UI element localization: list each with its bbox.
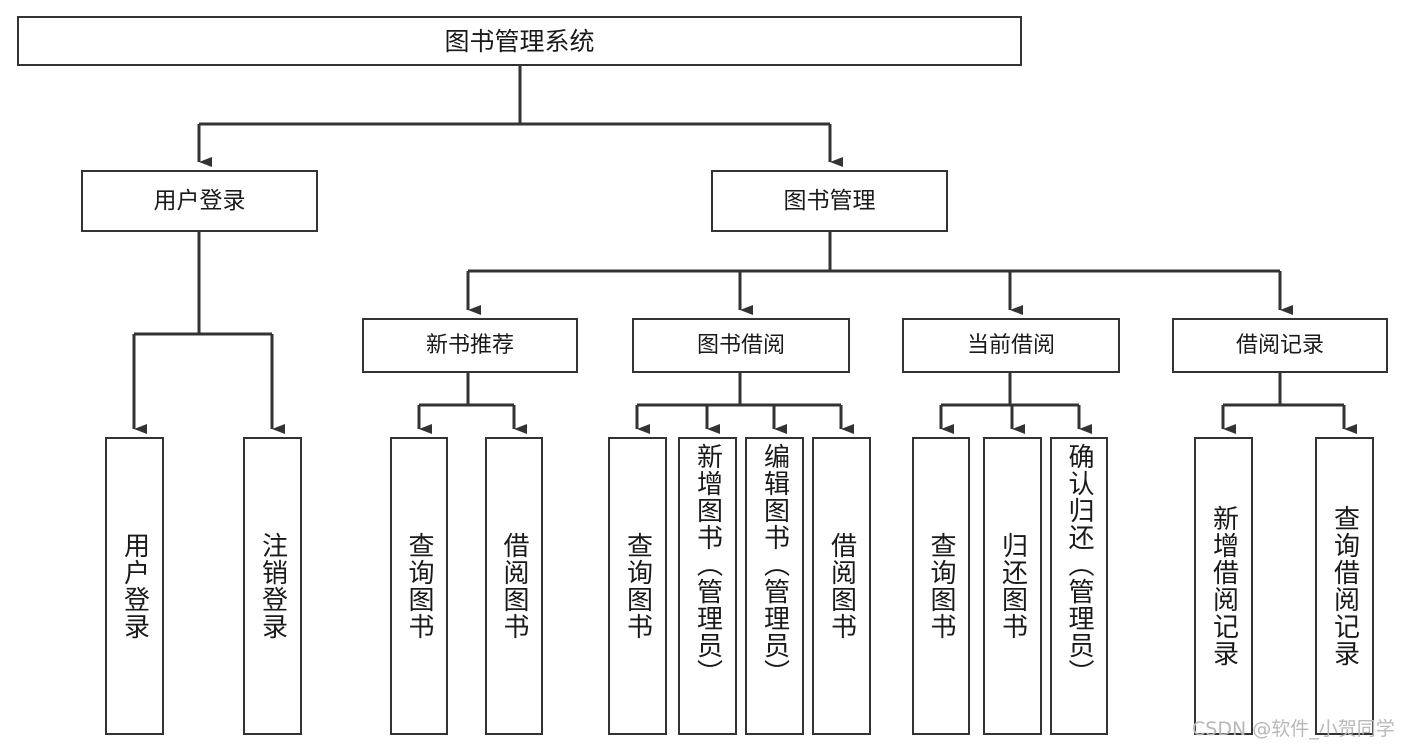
node-leaf-query-borrow-record-label: 查询借阅记录 (1329, 505, 1360, 667)
node-leaf-borrow-book[interactable]: 借阅图书 (812, 437, 871, 735)
node-leaf-user-logout-label: 注销登录 (257, 532, 288, 640)
node-leaf-query-book-recommend[interactable]: 查询图书 (390, 437, 448, 735)
node-leaf-query-book-borrow[interactable]: 查询图书 (608, 437, 667, 735)
node-leaf-query-borrow-record[interactable]: 查询借阅记录 (1315, 437, 1374, 735)
node-leaf-add-book-admin-label: 新增图书（管理员） (692, 443, 723, 686)
node-book-borrow[interactable]: 图书借阅 (632, 318, 850, 373)
node-leaf-query-book-borrow-label: 查询图书 (622, 532, 653, 640)
node-new-book-recommend[interactable]: 新书推荐 (362, 318, 578, 373)
node-leaf-edit-book-admin[interactable]: 编辑图书（管理员） (745, 437, 804, 735)
node-leaf-add-borrow-record-label: 新增借阅记录 (1208, 505, 1239, 667)
node-leaf-query-book-current-label: 查询图书 (926, 532, 956, 640)
node-leaf-user-login[interactable]: 用户登录 (105, 437, 164, 735)
node-leaf-query-book-current[interactable]: 查询图书 (912, 437, 970, 735)
node-leaf-return-book[interactable]: 归还图书 (983, 437, 1042, 735)
node-borrow-record-label: 借阅记录 (1235, 332, 1324, 358)
node-leaf-confirm-return-admin-label: 确认归还（管理员） (1064, 443, 1094, 686)
node-new-book-recommend-label: 新书推荐 (425, 332, 514, 358)
node-leaf-user-login-label: 用户登录 (119, 532, 150, 640)
node-user-login-label: 用户登录 (153, 187, 246, 214)
node-leaf-confirm-return-admin[interactable]: 确认归还（管理员） (1050, 437, 1108, 735)
node-leaf-borrow-book-recommend[interactable]: 借阅图书 (485, 437, 543, 735)
node-leaf-add-book-admin[interactable]: 新增图书（管理员） (678, 437, 737, 735)
node-current-borrow[interactable]: 当前借阅 (902, 318, 1120, 373)
node-root-system[interactable]: 图书管理系统 (17, 16, 1022, 66)
node-leaf-query-book-recommend-label: 查询图书 (404, 532, 434, 640)
node-leaf-borrow-book-recommend-label: 借阅图书 (499, 532, 529, 640)
node-root-label: 图书管理系统 (444, 26, 595, 56)
node-user-login[interactable]: 用户登录 (81, 170, 318, 232)
node-leaf-return-book-label: 归还图书 (997, 532, 1028, 640)
node-book-borrow-label: 图书借阅 (696, 332, 785, 358)
node-leaf-user-logout[interactable]: 注销登录 (243, 437, 302, 735)
node-leaf-add-borrow-record[interactable]: 新增借阅记录 (1194, 437, 1253, 735)
node-book-manage[interactable]: 图书管理 (711, 170, 948, 232)
node-book-manage-label: 图书管理 (783, 187, 876, 214)
node-borrow-record[interactable]: 借阅记录 (1172, 318, 1388, 373)
node-leaf-borrow-book-label: 借阅图书 (826, 532, 857, 640)
node-leaf-edit-book-admin-label: 编辑图书（管理员） (759, 443, 790, 686)
node-current-borrow-label: 当前借阅 (966, 332, 1055, 358)
